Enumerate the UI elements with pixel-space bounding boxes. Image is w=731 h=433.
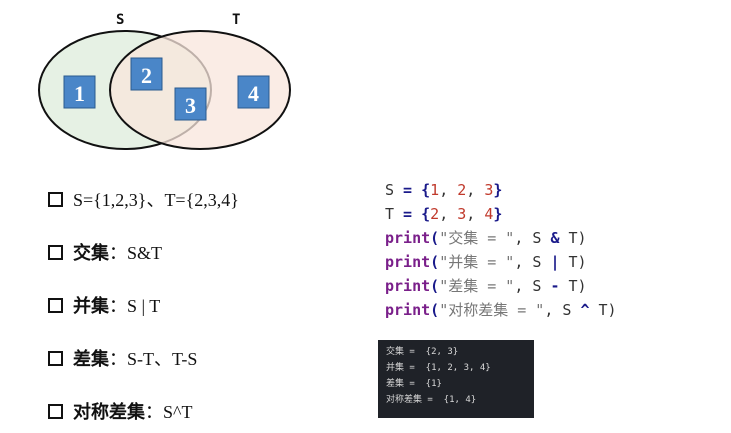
code-line-print-difference: print("差集 = ", S - T) [385, 277, 587, 295]
console-line: 并集 = {1, 2, 3, 4} [386, 363, 491, 373]
bullet-term: 并集 [73, 296, 109, 316]
bullet-text: ：S-T、T-S [109, 349, 198, 369]
console-line: 对称差集 = {1, 4} [386, 395, 477, 405]
bullet-text: ：S^T [145, 402, 193, 422]
checkbox-square-icon [48, 297, 63, 313]
set-label-t: T [232, 12, 240, 28]
venn-diagram: S T 1 2 3 4 [38, 12, 291, 150]
console-output: 交集 = {2, 3} 并集 = {1, 2, 3, 4} 差集 = {1} 对… [378, 340, 534, 418]
bullet-text: ：S&T [109, 243, 163, 263]
bullet-symmetric-difference: 对称差集 ：S^T [48, 398, 192, 424]
bullet-intersection: 交集 ：S&T [48, 239, 162, 265]
console-line: 差集 = {1} [386, 379, 442, 389]
region-box-2 [130, 57, 163, 91]
bullet-term: 交集 [73, 243, 109, 263]
bullet-term: 对称差集 [73, 402, 145, 422]
bullet-difference: 差集 ：S-T、T-S [48, 345, 197, 371]
code-line-s: S = {1, 2, 3} [385, 181, 503, 199]
bullet-sets: S={1,2,3}、T={2,3,4} [48, 186, 239, 212]
region-label-2: 2 [141, 63, 152, 88]
code-line-t: T = {2, 3, 4} [385, 205, 503, 223]
code-block: S = {1, 2, 3} T = {2, 3, 4} print("交集 = … [385, 178, 617, 322]
checkbox-square-icon [48, 403, 63, 419]
bullet-union: 并集 ：S | T [48, 292, 160, 318]
region-label-3: 3 [185, 93, 196, 118]
code-line-print-intersection: print("交集 = ", S & T) [385, 229, 587, 247]
code-line-print-symmetric-difference: print("对称差集 = ", S ^ T) [385, 301, 617, 319]
code-line-print-union: print("并集 = ", S | T) [385, 253, 587, 271]
bullet-text: ：S | T [109, 296, 161, 316]
region-box-4 [237, 75, 270, 109]
set-label-s: S [116, 12, 124, 28]
bullet-text: S={1,2,3}、T={2,3,4} [73, 190, 239, 210]
checkbox-square-icon [48, 244, 63, 260]
region-box-1 [63, 75, 96, 109]
region-box-3 [174, 87, 207, 121]
checkbox-square-icon [48, 350, 63, 366]
checkbox-square-icon [48, 191, 63, 207]
region-label-1: 1 [74, 81, 85, 106]
console-line: 交集 = {2, 3} [386, 347, 459, 357]
bullet-term: 差集 [73, 349, 109, 369]
region-label-4: 4 [248, 81, 259, 106]
